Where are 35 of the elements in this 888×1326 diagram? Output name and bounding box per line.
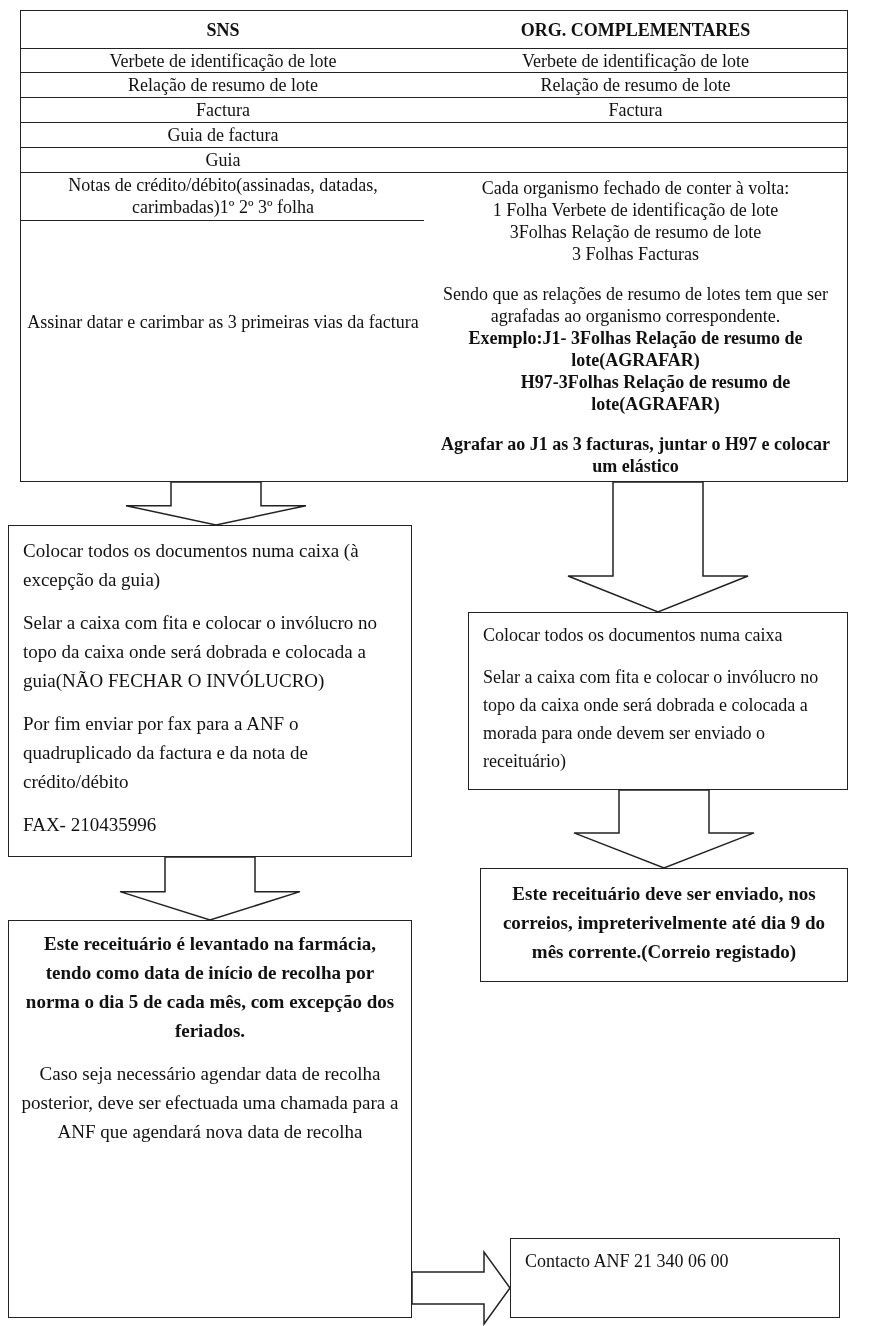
process-box [480,868,848,982]
table-cell: Verbete de identificação de lote [424,49,847,73]
box-text: Este receituário é levantado na farmácia, tendo como data de início de recolha por norma o dia 5 de cada mês, com excepção dos feriados. [24,932,396,1043]
table-column [424,10,848,482]
table-cell: Factura [424,98,847,123]
process-box [8,525,412,857]
table-text: 3 Folhas Facturas [571,243,700,265]
process-box [468,612,848,790]
box-text: Caso seja necessário agendar data de recolha posterior, deve ser efectuada uma chamada para a ANF que agendará nova data de recolha [21,1062,399,1144]
block-arrow [567,481,749,613]
block-arrow [125,481,307,526]
box-text: Colocar todos os documentos numa caixa (à excepção da guia) [23,539,360,592]
block-arrow [411,1249,511,1326]
table-column [20,10,426,482]
block-arrow [573,789,755,869]
table-text: Exemplo:J1- 3Folhas Relação de resumo de lote(AGRAFAR) [467,327,804,371]
process-box [8,920,412,1318]
box-text: Contacto ANF 21 340 06 00 [525,1250,730,1273]
table-cell: Relação de resumo de lote [424,73,847,98]
table-text: Sendo que as relações de resumo de lotes tem que ser agrafadas ao organismo correspondente. [442,283,829,327]
table-text: H97-3Folhas Relação de resumo de lote(AGRAFAR) [519,371,792,415]
block-arrow [119,856,301,921]
table-text: 3Folhas Relação de resumo de lote [508,221,763,243]
process-box [510,1238,840,1318]
box-text: FAX- 210435996 [23,813,158,837]
box-text: Selar a caixa com fita e colocar o invólucro no topo da caixa onde será dobrada e colocada a guia(NÃO FECHAR O INVÓLUCRO) [23,611,378,693]
box-text: Este receituário deve ser enviado, nos correios, impreterivelmente até dia 9 do mês corrente.(Correio registado) [501,882,827,964]
box-text: Colocar todos os documentos numa caixa [483,624,784,647]
table-text: Cada organismo fechado de conter à volta: [480,177,791,199]
table-text: 1 Folha Verbete de identificação de lote [491,199,780,221]
box-text: Selar a caixa com fita e colocar o invólucro no topo da caixa onde será dobrada e colocada a morada para onde devem ser enviado o receituário) [483,666,820,773]
column-header: ORG. COMPLEMENTARES [424,11,847,49]
table-cell-text: Assinar datar e carimbar as 3 primeiras vias da factura [26,311,420,334]
box-text: Por fim enviar por fax para a ANF o quadruplicado da factura e da nota de crédito/débito [23,712,309,794]
table-text: Agrafar ao J1 as 3 facturas, juntar o H97 e colocar um elástico [440,433,831,477]
